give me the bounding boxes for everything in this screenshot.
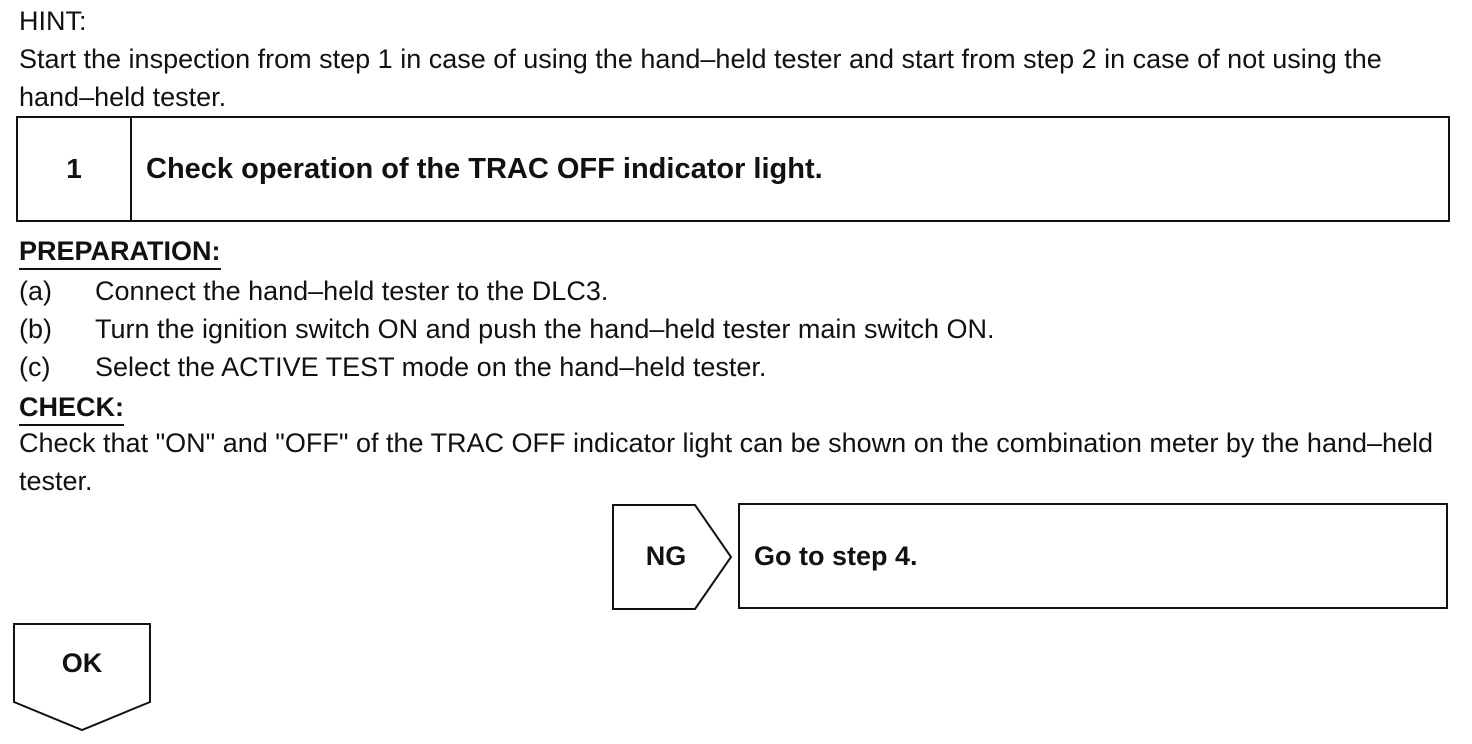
hint-label: HINT: [19,6,87,36]
ng-action-box: Go to step 4. [738,503,1448,609]
preparation-item: (c) Select the ACTIVE TEST mode on the ha… [19,348,766,386]
item-label: (b) [19,314,52,344]
check-heading: CHECK: [19,390,124,426]
step-title: Check operation of the TRAC OFF indicato… [146,152,823,185]
preparation-heading: PREPARATION: [19,234,221,270]
step-header-box: 1 Check operation of the TRAC OFF indica… [16,116,1450,222]
item-text: Select the ACTIVE TEST mode on the hand–… [95,352,767,382]
ok-label: OK [61,647,103,678]
ng-arrow-shape [612,504,733,610]
item-text: Turn the ignition switch ON and push the… [95,314,995,344]
ok-arrow-shape [13,623,151,732]
item-label: (a) [19,276,52,306]
ng-label: NG [645,540,687,571]
step-number: 1 [18,118,132,220]
item-label: (c) [19,352,51,382]
item-text: Connect the hand–held tester to the DLC3… [95,276,609,306]
ng-action-text: Go to step 4. [754,540,918,571]
check-text: Check that "ON" and "OFF" of the TRAC OF… [19,428,1434,496]
preparation-item: (a) Connect the hand–held tester to the D… [19,272,608,310]
hint-text: Start the inspection from step 1 in case… [19,44,1382,112]
preparation-item: (b) Turn the ignition switch ON and push … [19,310,994,348]
